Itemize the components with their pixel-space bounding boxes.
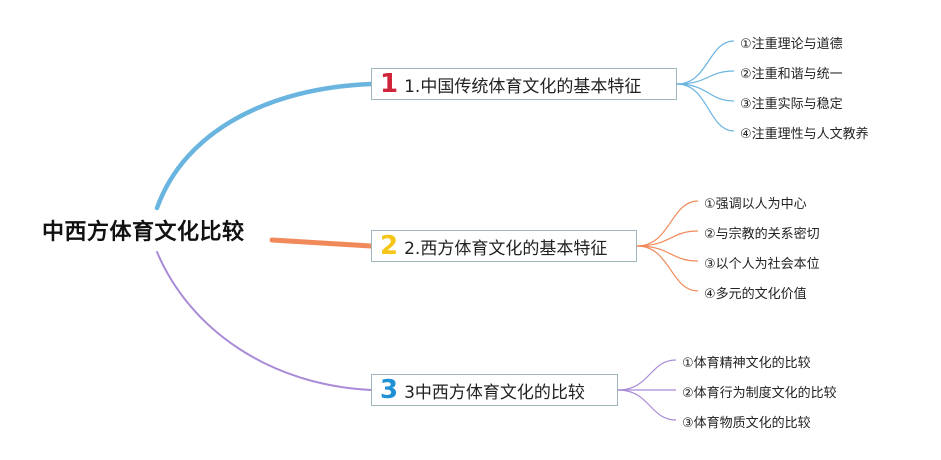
branch-label-3: 3中西方体育文化的比较: [404, 382, 585, 403]
leaf-connector: [676, 40, 735, 85]
leaf-connector: [676, 83, 735, 132]
branch-label-2: 2.西方体育文化的基本特征: [404, 238, 608, 259]
leaf-connector: [617, 359, 677, 391]
leaf-3-3[interactable]: ③体育物质文化的比较: [682, 416, 811, 431]
root-topic[interactable]: 中西方体育文化比较: [42, 220, 245, 245]
leaf-connector: [636, 245, 699, 262]
leaf-connector: [636, 245, 699, 292]
branch-node-2[interactable]: 2 2.西方体育文化的基本特征: [371, 230, 637, 262]
leaf-2-4[interactable]: ④多元的文化价值: [704, 287, 807, 302]
branch-connector-1: [154, 81, 374, 211]
leaf-1-4[interactable]: ④注重理性与人文教养: [740, 127, 869, 142]
leaf-2-3[interactable]: ③以个人为社会本位: [704, 257, 820, 272]
leaf-1-2[interactable]: ②注重和谐与统一: [740, 67, 843, 82]
branch-number-2-icon: 2: [380, 231, 399, 261]
branch-node-1[interactable]: 1 1.中国传统体育文化的基本特征: [371, 68, 677, 100]
leaf-1-1[interactable]: ①注重理论与道德: [740, 37, 843, 52]
branch-connector-2: [269, 237, 374, 249]
leaf-connector: [676, 83, 735, 102]
leaf-connector: [636, 200, 699, 247]
branch-connector-3: [156, 251, 372, 391]
leaf-3-1[interactable]: ①体育精神文化的比较: [682, 356, 811, 371]
branch-label-1: 1.中国传统体育文化的基本特征: [404, 76, 642, 97]
leaf-3-2[interactable]: ②体育行为制度文化的比较: [682, 386, 837, 401]
leaf-1-3[interactable]: ③注重实际与稳定: [740, 97, 843, 112]
leaf-connector: [617, 389, 677, 421]
branch-number-1-icon: 1: [380, 69, 399, 99]
leaf-2-2[interactable]: ②与宗教的关系密切: [704, 227, 820, 242]
leaf-2-1[interactable]: ①强调以人为中心: [704, 197, 807, 212]
branch-number-3-icon: 3: [380, 375, 399, 405]
leaf-connector: [676, 70, 735, 85]
leaf-connector: [636, 230, 699, 247]
branch-node-3[interactable]: 3 3中西方体育文化的比较: [371, 374, 618, 406]
